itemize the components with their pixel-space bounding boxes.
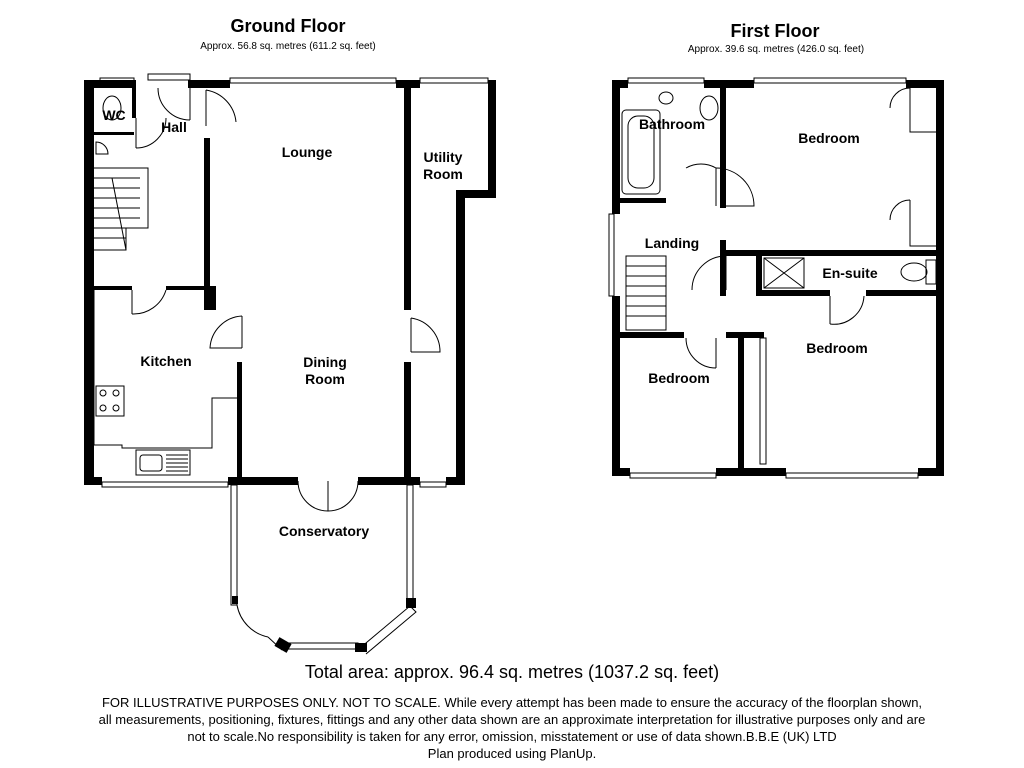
ff-wall-bath-bed [720, 88, 726, 208]
ff-wall-north-3 [906, 80, 944, 88]
gf-wall-south-1 [84, 477, 102, 485]
disclaimer-line: FOR ILLUSTRATIVE PURPOSES ONLY. NOT TO S… [101, 695, 923, 710]
gf-wall-west [84, 80, 94, 485]
first-floor-area: Approx. 39.6 sq. metres (426.0 sq. feet) [687, 44, 865, 55]
gf-wall-kitchen-north-1 [94, 286, 132, 290]
disclaimer-line: Plan produced using PlanUp. [427, 746, 597, 761]
ff-wall-bed-divider-top [726, 332, 764, 338]
gf-wall-dining-utility [404, 362, 411, 480]
gf-wall-kitchen-north-2 [166, 286, 206, 290]
disclaimer: FOR ILLUSTRATIVE PURPOSES ONLY. NOT TO S… [6, 694, 1018, 762]
ff-wall-east [936, 80, 944, 476]
gf-wall-north-2 [188, 80, 230, 88]
ff-wall-north-1 [612, 80, 628, 88]
gf-wall-south-2 [228, 477, 298, 485]
first-floor-title: First Floor [730, 21, 820, 41]
disclaimer-line: not to scale.No responsibility is taken … [187, 729, 837, 744]
ground-floor-title: Ground Floor [230, 16, 346, 36]
gf-wall-south-4 [446, 477, 465, 485]
gf-wall-north-3 [396, 80, 420, 88]
room-label-conservatory: Conservatory [278, 523, 370, 539]
ff-wall-bath-south [620, 198, 666, 203]
gf-wall-south-3 [358, 477, 420, 485]
ff-wall-ensuite-south [758, 290, 830, 296]
room-label-bathroom: Bathroom [638, 116, 706, 132]
ff-wall-ensuite-west [756, 250, 762, 296]
gf-wall-step [456, 190, 496, 198]
gf-wall-wc-hall [132, 80, 136, 118]
room-label-ensuite: En-suite [822, 265, 878, 281]
ff-wall-landing-south [620, 332, 684, 338]
gf-wall-utility-east [488, 80, 496, 197]
room-label-hall: Hall [161, 119, 187, 135]
room-label-dining: Dining Room [303, 354, 347, 387]
ground-floor-area: Approx. 56.8 sq. metres (611.2 sq. feet) [200, 41, 376, 52]
gf-wall-stub [204, 286, 216, 310]
ff-wall-west-top [612, 80, 620, 214]
ff-wall-south-2 [716, 468, 786, 476]
total-area: Total area: approx. 96.4 sq. metres (103… [304, 662, 720, 682]
ff-wall-landing-east [720, 240, 726, 296]
ff-wall-south-3 [918, 468, 944, 476]
room-label-bedroom-2: Bedroom [806, 340, 868, 356]
room-label-bedroom-1: Bedroom [798, 130, 860, 146]
room-label-kitchen: Kitchen [140, 353, 192, 369]
disclaimer-line: all measurements, positioning, fixtures,… [98, 712, 926, 727]
gf-wall-wc-south [94, 132, 134, 135]
gf-wall-kitchen-dining [237, 362, 242, 480]
ff-wall-west-bottom [612, 296, 620, 476]
room-label-bedroom-3: Bedroom [648, 370, 710, 386]
floorplan-drawing [84, 73, 944, 655]
ff-wall-south-1 [612, 468, 630, 476]
room-label-landing: Landing [644, 235, 700, 251]
ff-wall-ensuite-north [726, 250, 936, 256]
ff-wall-north-2 [704, 80, 754, 88]
gf-wall-north-1 [84, 80, 136, 88]
gf-wall-hall-lounge [204, 138, 210, 286]
ff-wall-ensuite-south-2 [866, 290, 936, 296]
ff-wall-bed-divider [738, 338, 744, 476]
gf-wall-lounge-utility [404, 88, 411, 310]
gf-wall-east [456, 190, 465, 485]
room-label-lounge: Lounge [281, 144, 333, 160]
room-label-wc: WC [102, 107, 126, 123]
room-label-utility: Utility Room [423, 149, 463, 182]
